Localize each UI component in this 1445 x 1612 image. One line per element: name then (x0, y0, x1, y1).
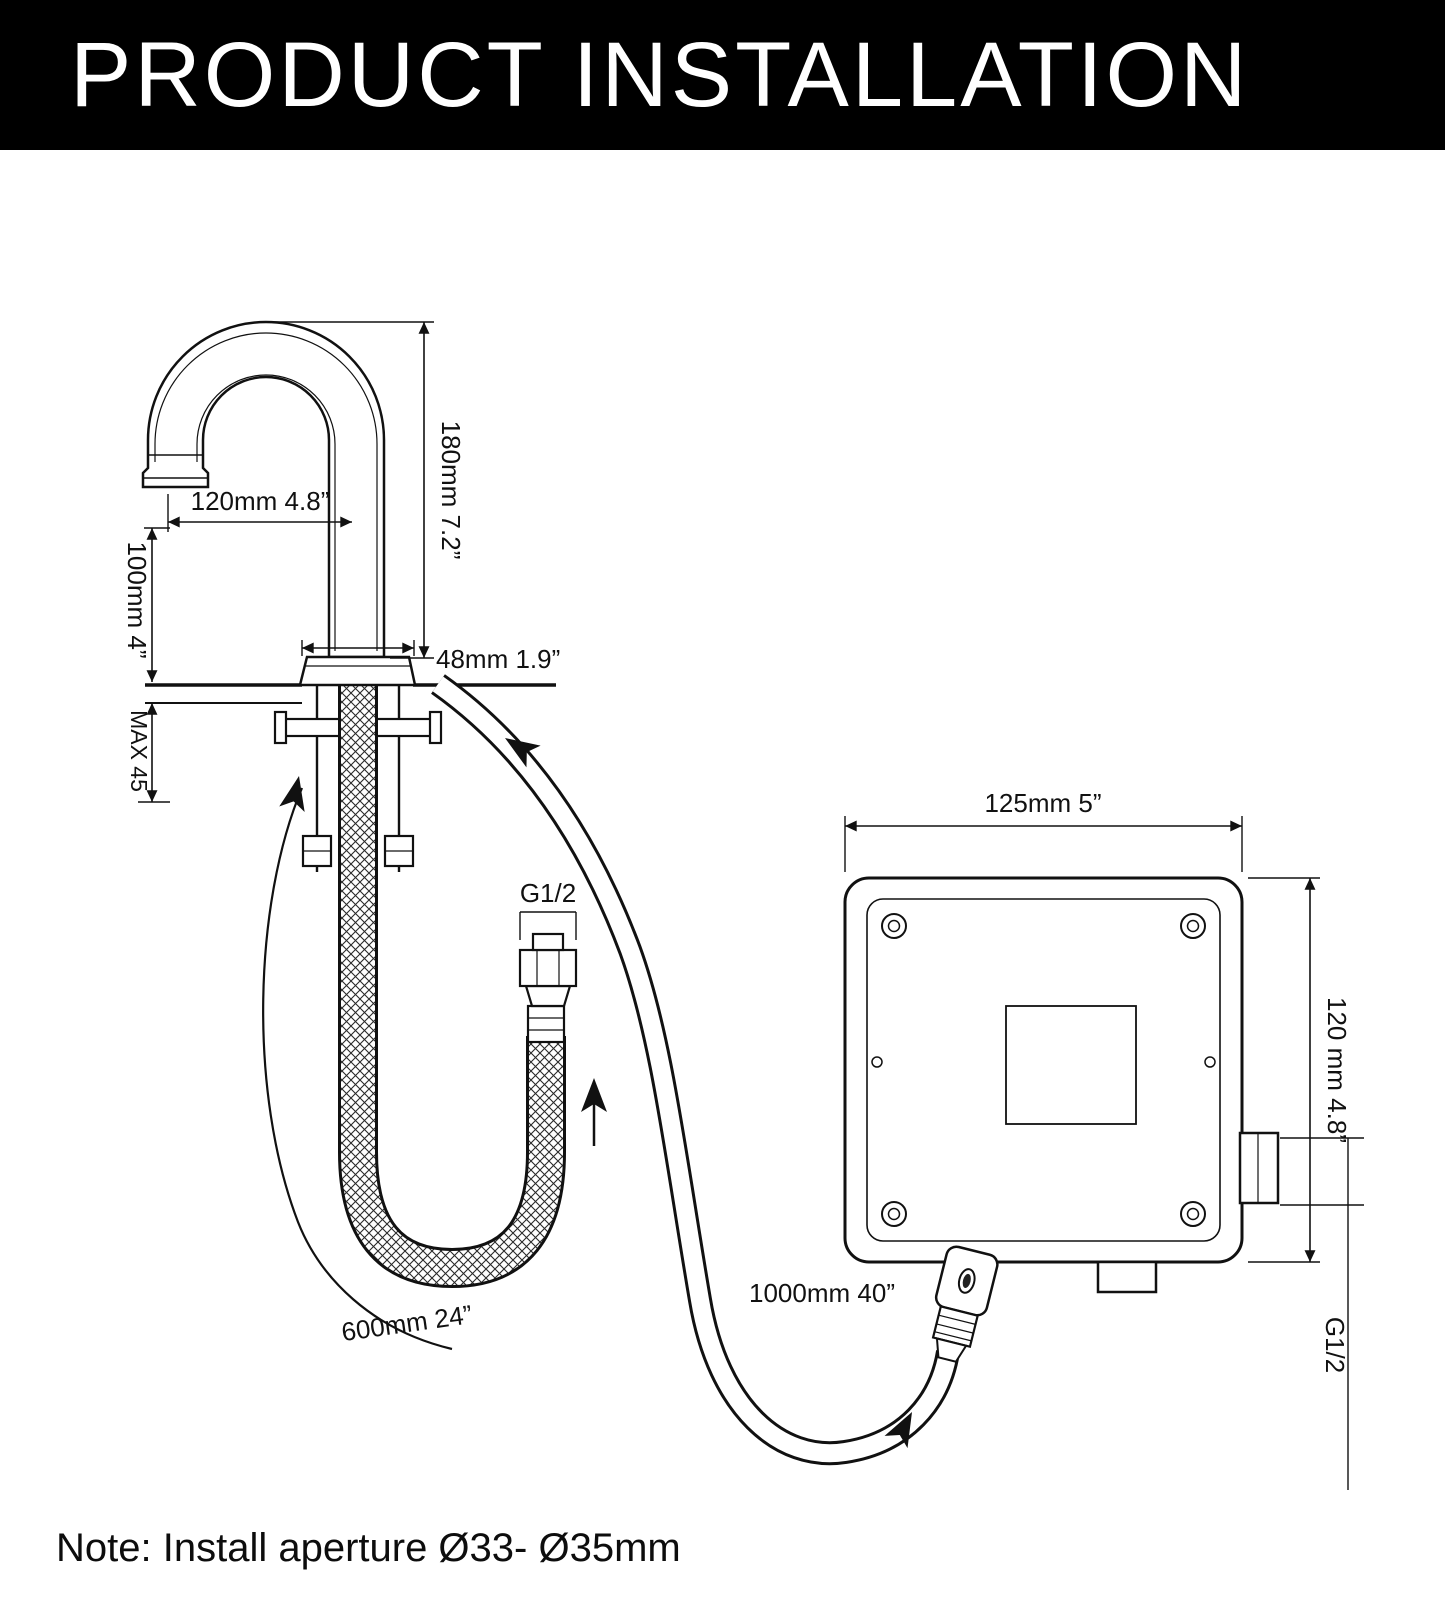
bottom-fitting (1096, 1260, 1158, 1294)
faucet-contour-inner (196, 374, 336, 651)
guide-arrow-left (262, 776, 453, 1351)
svg-text:48mm 1.9”: 48mm 1.9” (436, 644, 560, 674)
mounting-hardware (273, 685, 443, 872)
guide-arrow-riser (581, 1078, 607, 1146)
flow-arrow-to-plug (884, 1412, 912, 1449)
faucet-contour-outer (154, 332, 378, 651)
display-window (1005, 1005, 1137, 1125)
dim-faucet-reach: 120mm 4.8” (167, 486, 352, 532)
hose-collar (526, 1004, 566, 1044)
svg-text:120mm 4.8”: 120mm 4.8” (191, 486, 330, 516)
control-box (843, 876, 1280, 1294)
page-title: PRODUCT INSTALLATION (70, 23, 1250, 126)
header-banner: PRODUCT INSTALLATION (0, 0, 1445, 150)
dim-base-diameter: 48mm 1.9” (301, 640, 560, 674)
mount-hole-left (871, 1056, 883, 1068)
sensor-hose-length-label: 1000mm 40” (749, 1278, 895, 1308)
side-fitting (1238, 1131, 1280, 1205)
dim-box-thread: G1/2 (1280, 1137, 1364, 1490)
control-box-inner (866, 898, 1221, 1242)
faucet-base (298, 655, 417, 687)
supply-thread-label: G1/2 (520, 878, 576, 908)
faucet (141, 320, 417, 687)
sensor-plug (931, 1245, 999, 1363)
svg-text:MAX 45: MAX 45 (126, 710, 152, 792)
supply-hose-connector: G1/2 (518, 878, 578, 1044)
supply-hose (338, 680, 566, 1289)
g12-bracket (519, 911, 577, 940)
countertop (145, 683, 556, 704)
svg-text:G1/2: G1/2 (1320, 1317, 1350, 1373)
connector-stub (531, 932, 565, 952)
svg-text:100mm 4”: 100mm 4” (122, 541, 152, 658)
bracket-endcap-left (273, 710, 288, 745)
svg-text:125mm 5”: 125mm 5” (984, 788, 1101, 818)
svg-text:120 mm 4.8”: 120 mm 4.8” (1322, 997, 1352, 1143)
note-text: Note: Install aperture Ø33- Ø35mm (56, 1526, 681, 1570)
dim-faucet-height: 180mm 7.2” (268, 321, 466, 659)
dim-max-thickness: MAX 45 (126, 703, 170, 803)
sensor-hose (431, 674, 960, 1466)
svg-text:180mm 7.2”: 180mm 7.2” (436, 421, 466, 560)
mount-hole-right (1204, 1056, 1216, 1068)
corner-screw (881, 913, 1206, 1227)
connector-nut (518, 948, 578, 988)
dim-box-width: 125mm 5” (844, 788, 1243, 872)
dim-spout-height: 100mm 4” (122, 527, 170, 682)
supply-hose-length-label: 600mm 24” (340, 1299, 474, 1347)
flow-arrow-to-faucet (505, 738, 541, 768)
plug-taper (935, 1337, 968, 1363)
bracket-endcap-right (428, 710, 443, 745)
dim-box-height: 120 mm 4.8” (1248, 877, 1352, 1263)
connector-taper (524, 984, 572, 1008)
